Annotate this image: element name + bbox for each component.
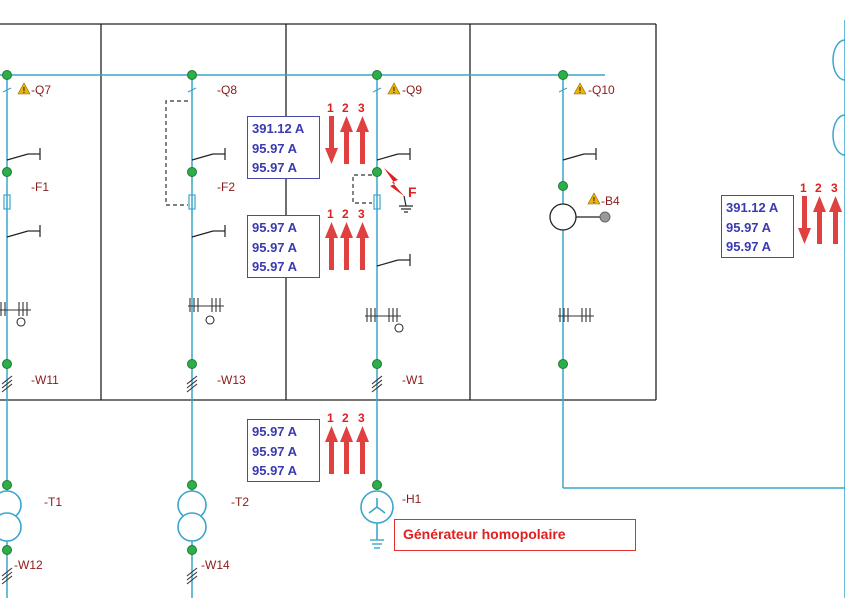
phase-arrows-gen: 1 2 3: [325, 411, 369, 474]
label-h1: -H1: [402, 492, 422, 506]
current-l3: 95.97 A: [726, 239, 772, 254]
phase-arrows-right: 1 2 3: [798, 181, 842, 244]
phase-2: 2: [342, 207, 349, 221]
label-q10: -Q10: [588, 83, 615, 97]
current-box-gen: 95.97 A 95.97 A 95.97 A: [247, 419, 320, 482]
cable-icon: [1, 375, 383, 585]
interlock-dashed: [165, 100, 372, 206]
current-l2: 95.97 A: [252, 443, 298, 459]
current-box-q9: 391.12 A 95.97 A 95.97 A: [247, 116, 320, 179]
current-l1: 391.12 A: [726, 200, 779, 215]
current-box-right: 391.12 A 95.97 A 95.97 A: [721, 195, 794, 258]
phase-3: 3: [831, 181, 838, 195]
cabinet-frame: [0, 23, 657, 401]
current-l2: 95.97 A: [252, 140, 298, 156]
svg-text:!: !: [23, 86, 26, 95]
current-l1: 95.97 A: [252, 424, 298, 439]
node-icon: [2, 70, 568, 555]
label-q7: -Q7: [31, 83, 51, 97]
phase-1: 1: [800, 181, 807, 195]
svg-text:!: !: [579, 86, 582, 95]
phase-2: 2: [815, 181, 822, 195]
meter-b4-icon: [549, 203, 611, 231]
current-transformer-icon: [0, 298, 594, 333]
phase-arrows-mid: 1 2 3: [325, 207, 369, 270]
label-w12: -W12: [14, 558, 43, 572]
feeder-lines: [6, 20, 845, 598]
generator-label-box: Générateur homopolaire: [394, 519, 636, 551]
current-l2: 95.97 A: [726, 219, 772, 235]
ground-icon: [370, 539, 384, 549]
fuse-icon: [3, 194, 381, 210]
phase-2: 2: [342, 411, 349, 425]
generator-icon: [360, 490, 394, 540]
switch-icon: [6, 148, 597, 267]
current-l3: 95.97 A: [252, 259, 298, 274]
phase-2: 2: [342, 101, 349, 115]
label-b4: -B4: [601, 194, 620, 208]
label-w13: -W13: [217, 373, 246, 387]
phase-3: 3: [358, 101, 365, 115]
phase-1: 1: [327, 101, 334, 115]
svg-text:!: !: [593, 196, 596, 205]
current-l2: 95.97 A: [252, 239, 298, 255]
svg-text:!: !: [393, 86, 396, 95]
breaker-icon: [2, 87, 568, 93]
current-l3: 95.97 A: [252, 463, 298, 478]
right-transformer-icon: [832, 39, 845, 156]
fault-lightning-icon: [384, 168, 413, 213]
label-q9: -Q9: [402, 83, 422, 97]
current-l1: 95.97 A: [252, 220, 298, 235]
current-l1: 391.12 A: [252, 121, 305, 136]
label-f2: -F2: [217, 180, 235, 194]
label-f1: -F1: [31, 180, 49, 194]
phase-3: 3: [358, 207, 365, 221]
fault-label: F: [408, 184, 417, 200]
phase-1: 1: [327, 411, 334, 425]
transformer-icon: [0, 490, 207, 542]
label-w11: -W11: [31, 373, 59, 387]
current-l3: 95.97 A: [252, 160, 298, 175]
phase-arrows-q9: 1 2 3: [325, 101, 369, 164]
label-q8: -Q8: [217, 83, 237, 97]
label-w14: -W14: [201, 558, 230, 572]
label-t1: -T1: [44, 495, 62, 509]
phase-3: 3: [358, 411, 365, 425]
label-t2: -T2: [231, 495, 249, 509]
phase-1: 1: [327, 207, 334, 221]
warning-icon: ! ! ! !: [17, 82, 601, 205]
current-box-mid: 95.97 A 95.97 A 95.97 A: [247, 215, 320, 278]
label-w1: -W1: [402, 373, 424, 387]
